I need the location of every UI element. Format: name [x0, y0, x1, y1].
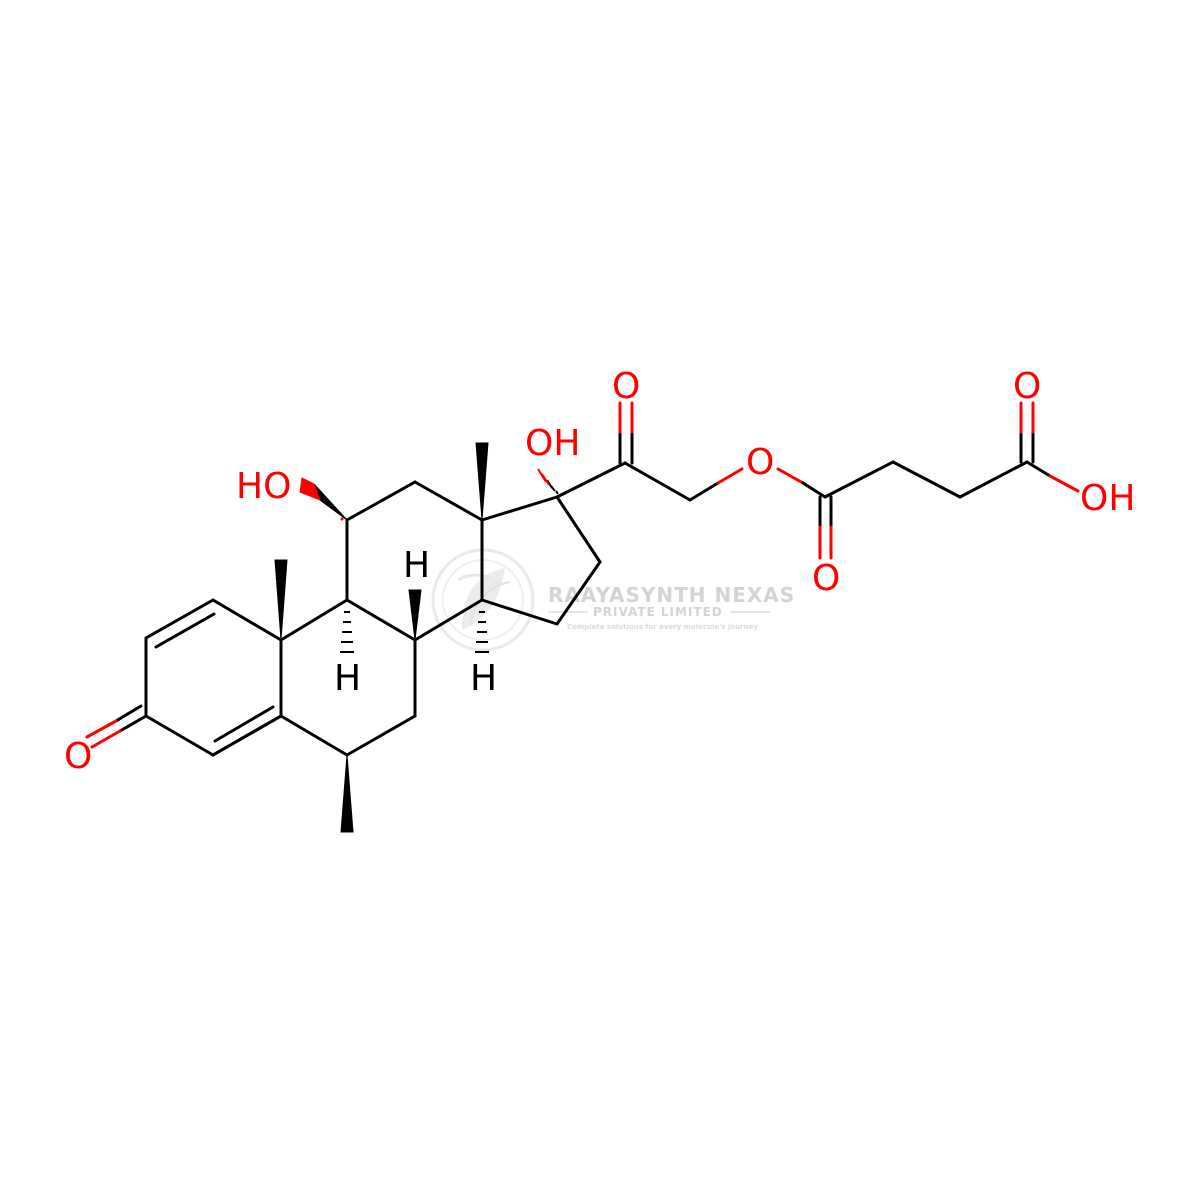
hydroxyl-11-label: HO — [236, 466, 291, 507]
hydrogen-14-label: H — [470, 658, 497, 699]
ester-carbonyl-oxygen-label: O — [812, 558, 840, 599]
watermark: RAAYASYNTH NEXAS PRIVATE LIMITED Complet… — [431, 548, 795, 652]
watermark-title: RAAYASYNTH NEXAS — [548, 583, 795, 607]
bonds-double — [85, 401, 1035, 757]
watermark-subtitle: PRIVATE LIMITED — [593, 605, 723, 619]
carbonyl-20-oxygen-label: O — [612, 366, 640, 407]
hydroxyl-17-label: OH — [525, 423, 580, 464]
ketone-oxygen-label: O — [64, 736, 92, 777]
atom-labels: O HO OH O O O O OH H H H — [64, 366, 1135, 777]
acid-carbonyl-oxygen-label: O — [1013, 366, 1041, 407]
acid-hydroxyl-label: OH — [1080, 478, 1135, 519]
ester-oxygen-label: O — [746, 442, 774, 483]
bonds-wedge — [274, 442, 489, 833]
bonds-hash — [340, 468, 559, 653]
hydrogen-8-label: H — [403, 545, 430, 586]
watermark-tagline: Complete solutions for every molecule's … — [567, 623, 758, 631]
hydrogen-9-label: H — [334, 658, 361, 699]
